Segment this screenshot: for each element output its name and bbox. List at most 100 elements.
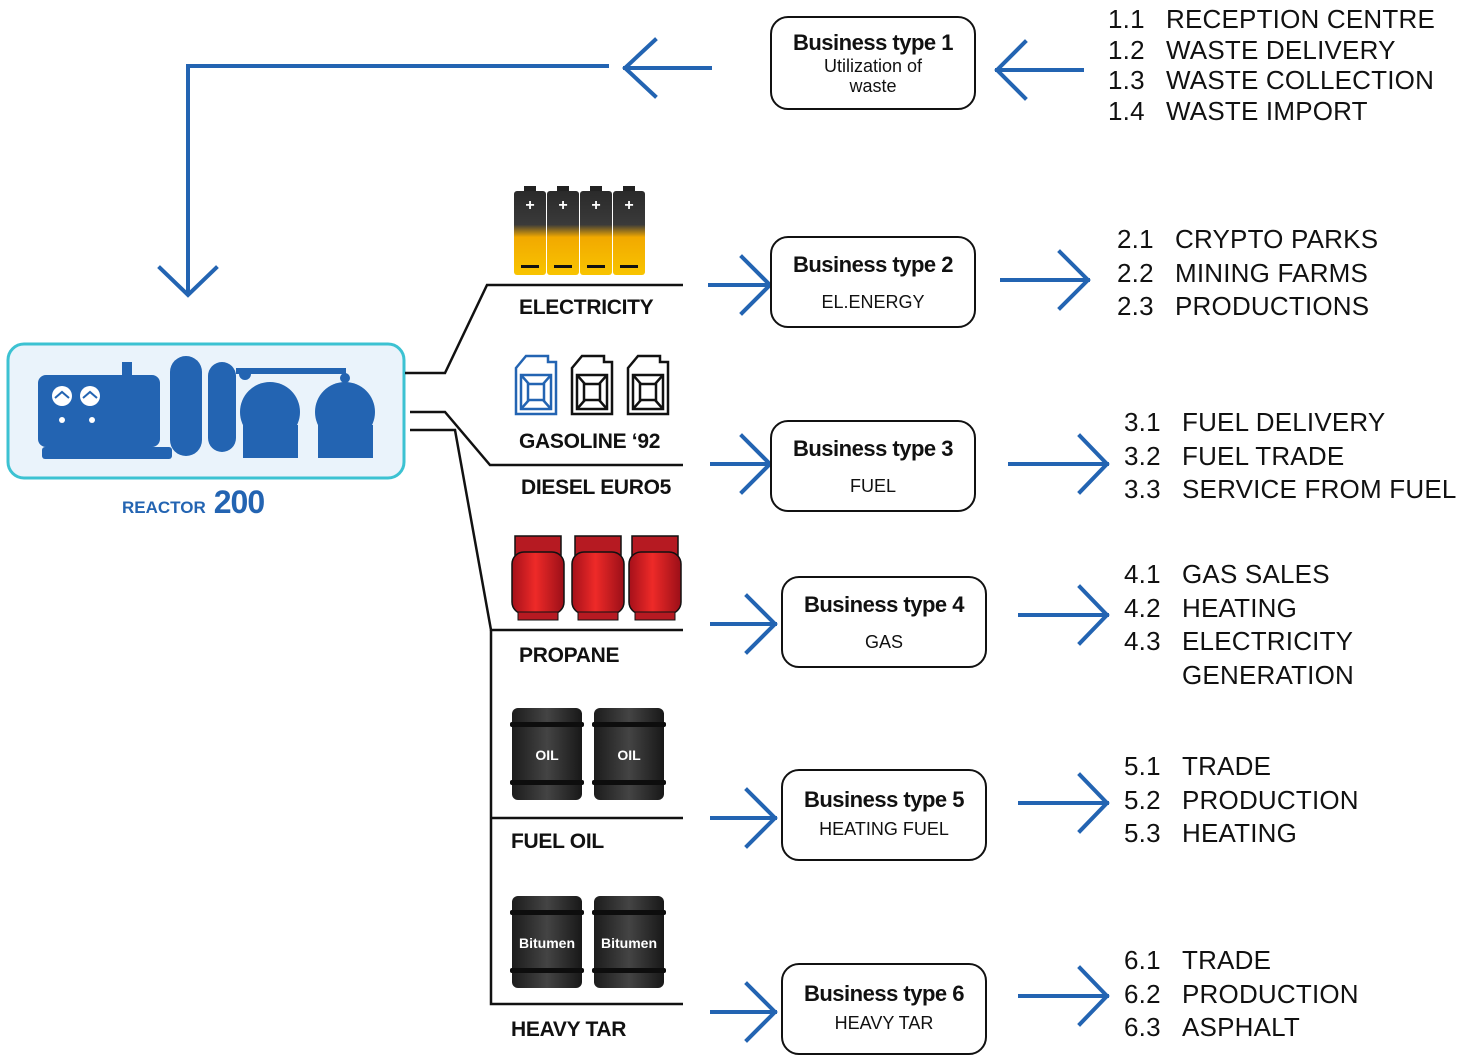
list-item-text: MINING FARMS (1175, 257, 1369, 288)
list-item-text: ASPHALT (1182, 1012, 1300, 1042)
arrow-down-icon (157, 265, 219, 298)
list-item-text: HEATING (1182, 592, 1298, 623)
list-item-number: 1.1 (1108, 4, 1145, 34)
list-item-text: WASTE COLLECTION (1166, 65, 1435, 95)
propane-group (511, 535, 682, 621)
list-item-text: GAS SALES (1182, 559, 1330, 589)
list-item: 3.2 FUEL TRADE (1124, 440, 1457, 474)
business-type-title: Business type 4 (803, 592, 965, 617)
business-type-title: Business type 5 (803, 787, 965, 812)
arrow-right-icon (1000, 249, 1091, 311)
list-item-number: 4.3 (1124, 626, 1161, 656)
list-item-number: 1.2 (1108, 34, 1145, 65)
list-item: 1.1 RECEPTION CENTRE (1108, 4, 1435, 35)
arrow-left-icon (622, 37, 712, 99)
jerrycan-icon (626, 354, 670, 416)
list-item-number: 2.1 (1117, 224, 1154, 254)
list-item-number: 6.2 (1124, 978, 1161, 1009)
list-item: 5.1 TRADE (1124, 750, 1359, 784)
oil-barrel-icon: OIL (510, 708, 584, 800)
feedback-line (186, 64, 609, 294)
product-label-heavy-tar: HEAVY TAR (511, 1018, 627, 1041)
product-label-propane: PROPANE (519, 644, 620, 667)
business-type-title: Business type 1 (792, 30, 954, 55)
arrow-right-icon (1018, 772, 1110, 834)
list-item-number: 3.1 (1124, 407, 1161, 437)
list-item-text: TRADE (1182, 945, 1272, 975)
reactor-machine-icon (38, 356, 375, 459)
oil-barrel-group: OIL OIL (510, 708, 666, 800)
svg-text:+: + (558, 197, 567, 214)
arrow-right-icon (1018, 965, 1110, 1027)
jerrycan-icon (514, 354, 558, 416)
business-type-6-list: 6.1 TRADE 6.2 PRODUCTION 6.3 ASPHALT (1124, 944, 1359, 1045)
business-type-1-box: Business type 1 Utilization of waste (770, 16, 976, 110)
list-item-text: ELECTRICITY GENERATION (1182, 626, 1354, 690)
list-item-number: 1.4 (1108, 95, 1145, 126)
list-item: 4.1 GAS SALES (1124, 558, 1354, 592)
oil-label: OIL (617, 747, 641, 763)
arrow-right-icon (1018, 584, 1110, 646)
list-item-number: 6.3 (1124, 1012, 1161, 1042)
business-type-subtitle: FUEL (849, 476, 896, 496)
business-type-4-list: 4.1 GAS SALES 4.2 HEATING 4.3 ELECTRICITY G… (1124, 558, 1354, 692)
list-item-number: 1.3 (1108, 65, 1145, 95)
bitumen-barrel-group: Bitumen Bitumen (510, 896, 666, 988)
business-type-3-box: Business type 3 FUEL (770, 420, 976, 512)
gas-cylinder-icon (571, 535, 625, 621)
list-item-number: 5.1 (1124, 751, 1161, 781)
product-label-gasoline: GASOLINE ‘92 (519, 430, 661, 453)
product-label-fuel-oil: FUEL OIL (511, 830, 604, 853)
list-item-number: 6.1 (1124, 945, 1161, 975)
list-item: 6.1 TRADE (1124, 944, 1359, 978)
arrow-right-icon (1008, 433, 1110, 495)
battery-icon: + (580, 186, 612, 275)
list-item-text: RECEPTION CENTRE (1166, 4, 1436, 34)
arrow-right-icon (708, 254, 773, 316)
reactor-number: 200 (213, 484, 265, 520)
list-item-text: PRODUCTION (1182, 978, 1359, 1009)
list-item: 6.3 ASPHALT (1124, 1011, 1359, 1045)
bitumen-label: Bitumen (519, 935, 575, 951)
business-type-subtitle: HEATING FUEL (819, 819, 949, 839)
list-item-text: WASTE IMPORT (1166, 95, 1368, 126)
arrow-right-icon (710, 593, 778, 655)
battery-group: + + + + (514, 186, 645, 275)
business-type-subtitle: EL.ENERGY (821, 292, 925, 312)
business-type-subtitle: Utilization of waste (823, 56, 923, 96)
business-type-5-box: Business type 5 HEATING FUEL (781, 769, 987, 861)
list-item-number: 2.3 (1117, 291, 1154, 321)
oil-label: OIL (535, 747, 559, 763)
list-item-number: 4.2 (1124, 592, 1161, 623)
list-item-text: TRADE (1182, 751, 1272, 781)
product-label-electricity: ELECTRICITY (519, 296, 654, 319)
list-item: 4.2 HEATING (1124, 592, 1354, 626)
list-item-text: FUEL TRADE (1182, 440, 1345, 471)
svg-text:+: + (624, 197, 633, 214)
list-item-number: 5.2 (1124, 784, 1161, 815)
list-item: 6.2 PRODUCTION (1124, 978, 1359, 1012)
svg-text:+: + (591, 197, 600, 214)
jerrycan-icon (570, 354, 614, 416)
business-type-title: Business type 6 (803, 981, 965, 1006)
bitumen-barrel-icon: Bitumen (592, 896, 666, 988)
svg-text:+: + (525, 197, 534, 214)
business-type-subtitle: GAS (864, 632, 903, 652)
list-item-number: 3.2 (1124, 440, 1161, 471)
arrow-right-icon (710, 787, 778, 849)
business-type-subtitle: HEAVY TAR (834, 1013, 934, 1033)
list-item: 1.3 WASTE COLLECTION (1108, 65, 1435, 96)
list-item-number: 5.3 (1124, 818, 1161, 848)
gas-cylinder-icon (628, 535, 682, 621)
list-item-number: 4.1 (1124, 559, 1161, 589)
